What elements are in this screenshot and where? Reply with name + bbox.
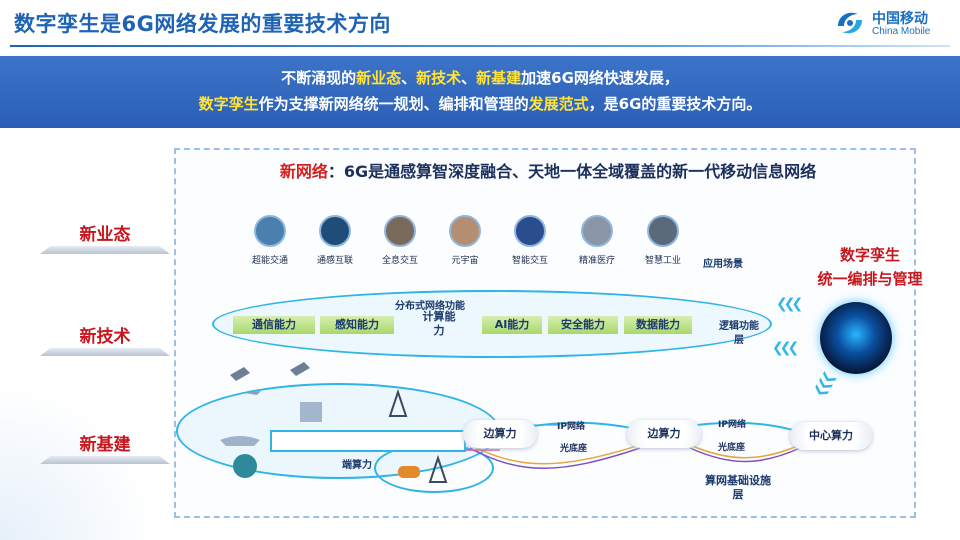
ip-network-label-1: IP网络 — [557, 419, 585, 432]
ip-network-label-2: IP网络 — [718, 417, 746, 430]
terminal-devices-strip — [270, 430, 466, 452]
infrastructure-layer-label: 算网基础设施 层 — [700, 474, 776, 502]
optical-base-label-1: 光底座 — [560, 441, 587, 454]
tower-icon — [430, 458, 446, 482]
airplane-icon — [245, 391, 261, 395]
edge-compute-node-2: 边算力 — [627, 420, 701, 448]
satellite-icon — [290, 362, 310, 376]
car-icon — [398, 466, 420, 478]
terminal-compute-label: 端算力 — [342, 456, 372, 471]
ship-icon — [220, 436, 260, 446]
building-icon — [300, 402, 322, 422]
edge-compute-node-1: 边算力 — [463, 420, 537, 448]
center-compute-node: 中心算力 — [790, 422, 872, 450]
island-icon — [233, 454, 257, 478]
optical-base-label-2: 光底座 — [718, 440, 745, 453]
satellite-icon — [230, 367, 250, 381]
tower-icon — [390, 392, 406, 416]
